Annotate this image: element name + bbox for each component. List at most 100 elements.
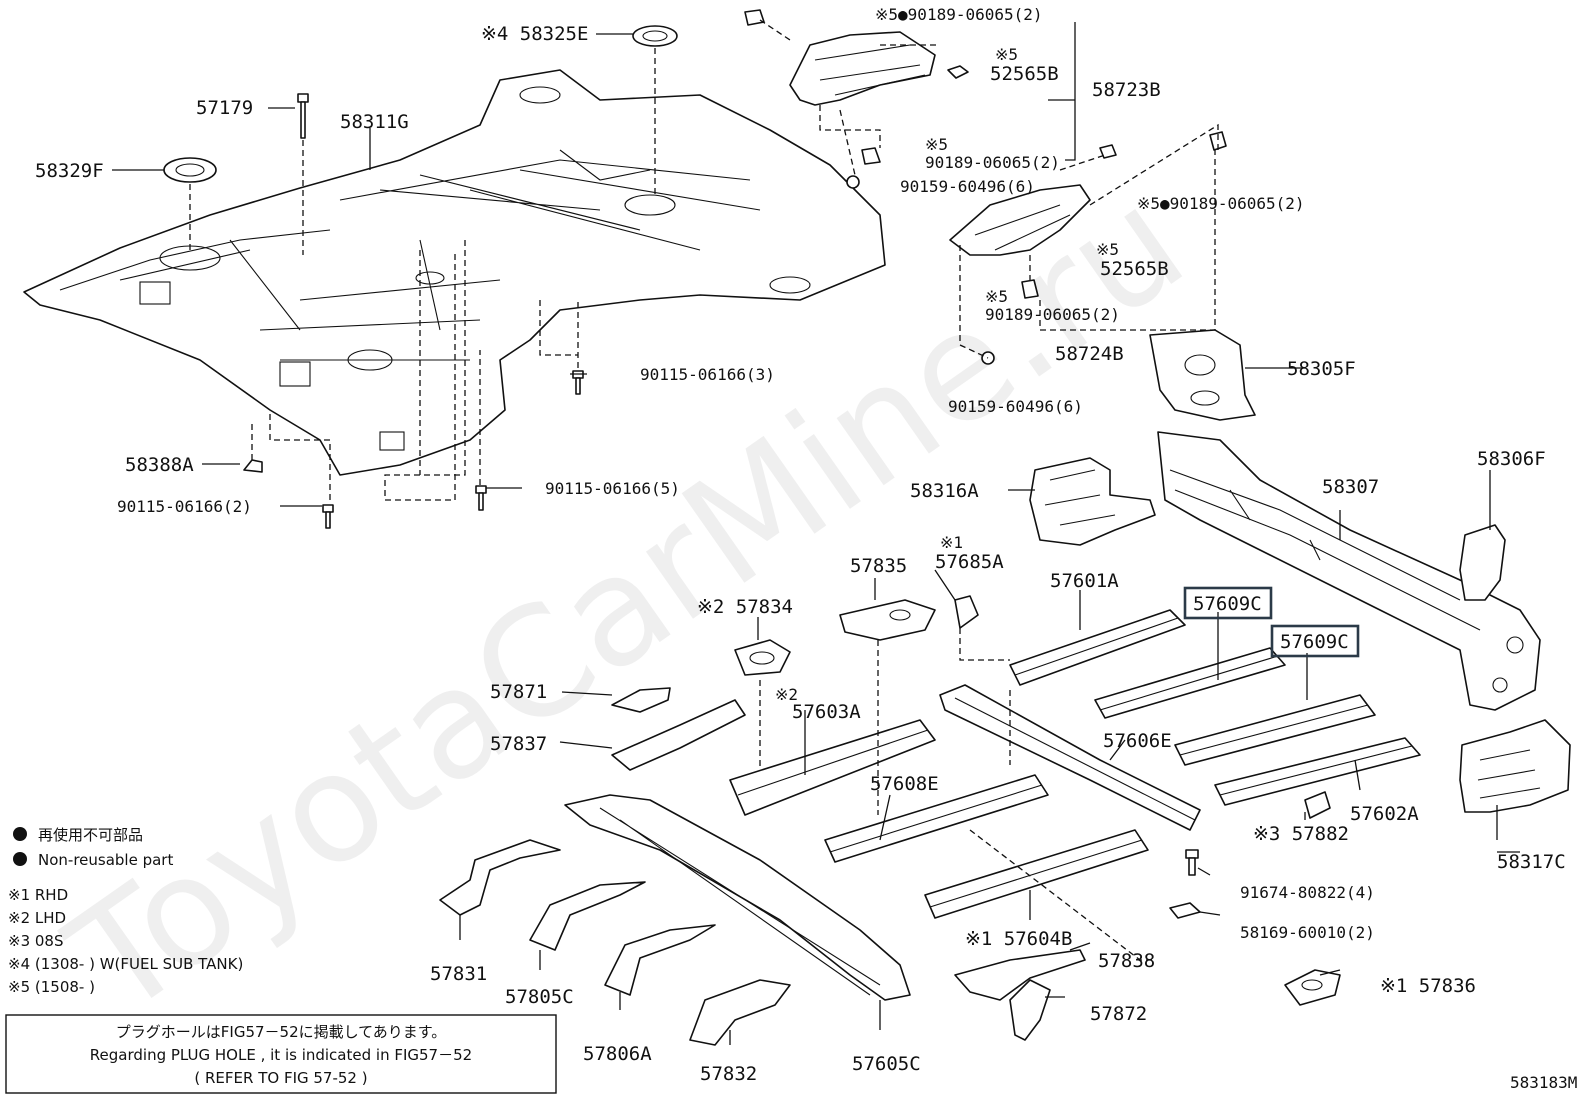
label-58307: 58307 bbox=[1322, 476, 1379, 498]
bracket-57832[interactable] bbox=[689, 979, 791, 1046]
label-57872: 57872 bbox=[1090, 1003, 1147, 1025]
label-58169: 58169-60010(2) bbox=[1240, 923, 1375, 942]
plate-57835[interactable] bbox=[839, 599, 936, 641]
legend-note-5: ※5 (1508- ) bbox=[8, 978, 95, 996]
grommet-58329F[interactable] bbox=[163, 157, 217, 183]
label-57604B: ※1 57604B bbox=[965, 928, 1072, 950]
bolt-90115-a[interactable] bbox=[322, 504, 334, 529]
label-57602A: 57602A bbox=[1350, 803, 1419, 825]
member-57601A[interactable] bbox=[1009, 609, 1186, 686]
member-57606E[interactable] bbox=[939, 684, 1201, 831]
label-90189-a: ※5●90189-06065(2) bbox=[875, 5, 1043, 24]
label-57871: 57871 bbox=[490, 681, 547, 703]
note-line-3: ( REFER TO FIG 57-52 ) bbox=[194, 1069, 367, 1087]
label-90189-b: 90189-06065(2) bbox=[925, 153, 1060, 172]
label-58311G: 58311G bbox=[340, 111, 409, 133]
label-57606E: 57606E bbox=[1103, 730, 1172, 752]
bracket-58316A[interactable] bbox=[1029, 457, 1156, 546]
bracket-58305F[interactable] bbox=[1149, 329, 1256, 421]
label-57609C-2[interactable]: 57609C bbox=[1280, 631, 1349, 653]
bracket-57837[interactable] bbox=[611, 699, 746, 771]
member-57603A[interactable] bbox=[729, 719, 936, 816]
label-90189-c: ※5●90189-06065(2) bbox=[1137, 194, 1305, 213]
bracket-57882[interactable] bbox=[1304, 791, 1331, 819]
label-90115-a: 90115-06166(2) bbox=[117, 497, 252, 516]
plate-57834[interactable] bbox=[734, 639, 791, 676]
label-58724B: 58724B bbox=[1055, 343, 1124, 365]
label-57609C-1[interactable]: 57609C bbox=[1193, 593, 1262, 615]
label-57685A: 57685A bbox=[935, 551, 1004, 573]
label-57832: 57832 bbox=[700, 1063, 757, 1085]
clip-90189-lower[interactable] bbox=[1021, 279, 1039, 299]
highlight-57609C-1 bbox=[1183, 586, 1273, 620]
bracket-57685A[interactable] bbox=[954, 595, 979, 629]
label-57608E: 57608E bbox=[870, 773, 939, 795]
label-57603A-note: ※2 bbox=[775, 685, 798, 704]
clip-90189-top[interactable] bbox=[744, 9, 765, 26]
label-57806A: 57806A bbox=[583, 1043, 652, 1065]
label-90159-b: 90159-60496(6) bbox=[948, 397, 1083, 416]
floor-pan-58311G[interactable] bbox=[23, 69, 886, 476]
clip-90189-mid[interactable] bbox=[861, 147, 881, 165]
label-58325E: ※4 58325E bbox=[481, 23, 588, 45]
label-57805C: 57805C bbox=[505, 986, 574, 1008]
clip-90189-right[interactable] bbox=[1209, 131, 1227, 151]
bracket-58317C[interactable] bbox=[1459, 719, 1571, 813]
nut-52565B-a[interactable] bbox=[947, 65, 969, 79]
member-57604B[interactable] bbox=[924, 829, 1149, 919]
clip-58388A[interactable] bbox=[243, 459, 263, 473]
label-57838: 57838 bbox=[1098, 950, 1155, 972]
bolt-91674[interactable] bbox=[1185, 849, 1199, 876]
label-57605C: 57605C bbox=[852, 1053, 921, 1075]
member-57609C-a[interactable] bbox=[1094, 647, 1286, 719]
legend-note-3: ※3 08S bbox=[8, 932, 64, 950]
bracket-57838[interactable] bbox=[954, 949, 1086, 1001]
bracket-57805C[interactable] bbox=[529, 881, 646, 951]
plate-57836[interactable] bbox=[1284, 969, 1341, 1006]
grommet-58325E[interactable] bbox=[632, 25, 678, 47]
label-90159-a: 90159-60496(6) bbox=[900, 177, 1035, 196]
clip-90159-a[interactable] bbox=[846, 175, 860, 189]
label-91674: 91674-80822(4) bbox=[1240, 883, 1375, 902]
bracket-57871[interactable] bbox=[611, 687, 671, 713]
member-57609C-b[interactable] bbox=[1174, 694, 1376, 766]
legend-note-1: ※1 RHD bbox=[8, 886, 68, 904]
label-58316A: 58316A bbox=[910, 480, 979, 502]
nut-52565B-b[interactable] bbox=[1099, 144, 1117, 159]
bracket-57806A[interactable] bbox=[604, 924, 716, 996]
legend-en: Non-reusable part bbox=[38, 851, 173, 869]
bracket-58724B[interactable] bbox=[949, 184, 1091, 256]
figure-code: 583183M bbox=[1510, 1073, 1577, 1092]
label-57831: 57831 bbox=[430, 963, 487, 985]
label-57836: ※1 57836 bbox=[1380, 975, 1476, 997]
cross-member-58307[interactable] bbox=[1157, 431, 1541, 711]
member-57602A[interactable] bbox=[1214, 737, 1421, 806]
bracket-57872[interactable] bbox=[1009, 979, 1051, 1041]
label-52565B-a-note: ※5 bbox=[995, 45, 1018, 64]
bracket-58306F[interactable] bbox=[1459, 524, 1506, 601]
legend-note-4: ※4 (1308- ) W(FUEL SUB TANK) bbox=[8, 955, 243, 973]
label-57603A: 57603A bbox=[792, 701, 861, 723]
label-57601A: 57601A bbox=[1050, 570, 1119, 592]
label-52565B-b-note: ※5 bbox=[1096, 240, 1119, 259]
label-57882: ※3 57882 bbox=[1253, 823, 1349, 845]
note-line-1: プラグホールはFIG57－52に掲載してあります。 bbox=[116, 1023, 446, 1041]
bracket-58723B[interactable] bbox=[789, 31, 936, 106]
member-57608E[interactable] bbox=[824, 774, 1049, 863]
label-90189-d: 90189-06065(2) bbox=[985, 305, 1120, 324]
nut-58169[interactable] bbox=[1169, 902, 1201, 919]
legend-note-2: ※2 LHD bbox=[8, 909, 66, 927]
note-line-2: Regarding PLUG HOLE , it is indicated in… bbox=[90, 1046, 472, 1064]
bracket-57831[interactable] bbox=[439, 839, 561, 916]
label-90115-b: 90115-06166(3) bbox=[640, 365, 775, 384]
label-58305F: 58305F bbox=[1287, 358, 1356, 380]
label-58388A: 58388A bbox=[125, 454, 194, 476]
side-member-57605C[interactable] bbox=[564, 794, 911, 1001]
plug-hole-note-box bbox=[5, 1014, 557, 1094]
label-52565B-b: 52565B bbox=[1100, 258, 1169, 280]
bolt-57179[interactable] bbox=[297, 93, 309, 139]
non-reusable-dot-icon bbox=[13, 827, 27, 841]
label-57835: 57835 bbox=[850, 555, 907, 577]
bolt-90115-c[interactable] bbox=[475, 485, 487, 511]
